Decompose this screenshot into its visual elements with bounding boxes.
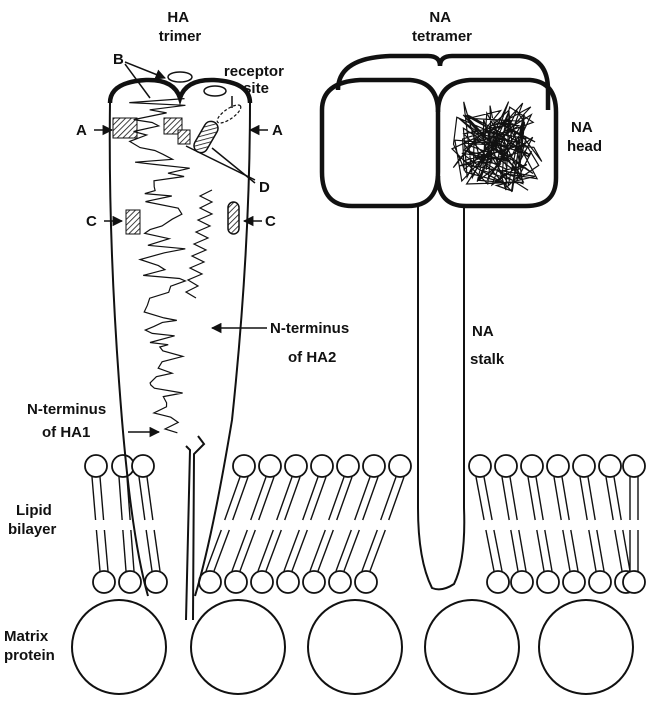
antigenic-site-b-right-cap bbox=[204, 86, 226, 96]
n-terminus-ha2-label: N-terminus of HA2 bbox=[270, 320, 353, 366]
na-tetramer-back-outline bbox=[338, 56, 548, 110]
lipid-head-inner bbox=[145, 571, 167, 593]
pointer-b bbox=[125, 62, 165, 78]
phospholipid bbox=[199, 455, 255, 593]
ha-trimer-left-outline bbox=[110, 103, 148, 596]
lipid-head-outer bbox=[337, 455, 359, 477]
lipid-head-inner bbox=[225, 571, 247, 593]
na-tetramer-label: NA tetramer bbox=[412, 9, 472, 45]
matrix-protein-layer bbox=[72, 600, 633, 694]
lipid-head-inner bbox=[303, 571, 325, 593]
receptor-site-label: receptor site bbox=[224, 63, 288, 97]
na-tetramer bbox=[322, 56, 556, 589]
na-stalk-outline bbox=[418, 206, 464, 589]
lipid-head-outer bbox=[233, 455, 255, 477]
lipid-head-outer bbox=[363, 455, 385, 477]
lipid-head-outer bbox=[311, 455, 333, 477]
lipid-head-inner bbox=[251, 571, 273, 593]
antigenic-site-c-left-block bbox=[126, 210, 140, 234]
lipid-head-inner bbox=[329, 571, 351, 593]
phospholipid bbox=[85, 455, 115, 593]
antigenic-site-a-right-block bbox=[191, 119, 220, 155]
antigenic-site-b-label: B bbox=[113, 51, 124, 68]
phospholipid bbox=[225, 455, 281, 593]
lipid-head-inner bbox=[487, 571, 509, 593]
ha-transmembrane-anchor bbox=[186, 446, 190, 620]
phospholipid bbox=[355, 455, 411, 593]
matrix-protein-label: Matrix protein bbox=[4, 628, 55, 664]
lipid-head-inner bbox=[93, 571, 115, 593]
lipid-head-outer bbox=[547, 455, 569, 477]
lipid-head-inner bbox=[277, 571, 299, 593]
lipid-head-outer bbox=[623, 455, 645, 477]
antigenic-site-d-block bbox=[178, 130, 190, 144]
ha-trimer-label: HA trimer bbox=[159, 9, 202, 45]
lipid-head-outer bbox=[389, 455, 411, 477]
lipid-head-outer bbox=[112, 455, 134, 477]
antigenic-site-a-right-label: A bbox=[272, 122, 283, 139]
lipid-head-outer bbox=[573, 455, 595, 477]
matrix-protein-circle bbox=[308, 600, 402, 694]
lipid-head-outer bbox=[521, 455, 543, 477]
lipid-head-outer bbox=[132, 455, 154, 477]
antigenic-site-b-top bbox=[168, 72, 192, 82]
lipid-head-outer bbox=[495, 455, 517, 477]
lipid-head-inner bbox=[537, 571, 559, 593]
antigenic-site-c-right-label: C bbox=[265, 213, 276, 230]
ha-trimer-cap-outline bbox=[110, 80, 250, 103]
matrix-protein-circle bbox=[72, 600, 166, 694]
n-terminus-ha1-label: N-terminus of HA1 bbox=[27, 401, 110, 441]
lipid-head-outer bbox=[285, 455, 307, 477]
ha-polypeptide-chain bbox=[129, 99, 189, 433]
matrix-protein-circle bbox=[539, 600, 633, 694]
ha-transmembrane-anchor bbox=[193, 436, 204, 620]
phospholipid bbox=[303, 455, 359, 593]
na-head-polypeptide-chain bbox=[452, 102, 542, 192]
phospholipid bbox=[251, 455, 307, 593]
antigenic-site-a-left-block bbox=[113, 118, 137, 138]
lipid-head-inner bbox=[623, 571, 645, 593]
matrix-protein-circle bbox=[191, 600, 285, 694]
lipid-head-outer bbox=[599, 455, 621, 477]
antigenic-site-c-left-label: C bbox=[86, 213, 97, 230]
phospholipid bbox=[277, 455, 333, 593]
na-stalk-label: NA stalk bbox=[470, 323, 505, 368]
lipid-head-outer bbox=[85, 455, 107, 477]
phospholipid bbox=[329, 455, 385, 593]
lipid-head-inner bbox=[589, 571, 611, 593]
lipid-head-inner bbox=[355, 571, 377, 593]
lipid-head-inner bbox=[563, 571, 585, 593]
antigenic-site-d-label: D bbox=[259, 179, 270, 196]
lipid-head-inner bbox=[199, 571, 221, 593]
lipid-head-inner bbox=[511, 571, 533, 593]
na-head-left-subunit bbox=[322, 80, 438, 206]
lipid-bilayer bbox=[85, 455, 645, 593]
receptor-site-outline bbox=[215, 102, 244, 126]
matrix-protein-circle bbox=[425, 600, 519, 694]
antigenic-site-a-left-label: A bbox=[76, 122, 87, 139]
lipid-head-outer bbox=[469, 455, 491, 477]
lipid-head-outer bbox=[259, 455, 281, 477]
phospholipid bbox=[132, 455, 167, 593]
antigenic-site-c-right-block bbox=[228, 202, 239, 234]
ha-trimer-right-outline bbox=[195, 103, 250, 596]
na-head-label: NA head bbox=[567, 119, 602, 155]
lipid-bilayer-label: Lipid bilayer bbox=[8, 502, 57, 538]
lipid-head-inner bbox=[119, 571, 141, 593]
ha2-helix-zigzag bbox=[186, 190, 212, 298]
